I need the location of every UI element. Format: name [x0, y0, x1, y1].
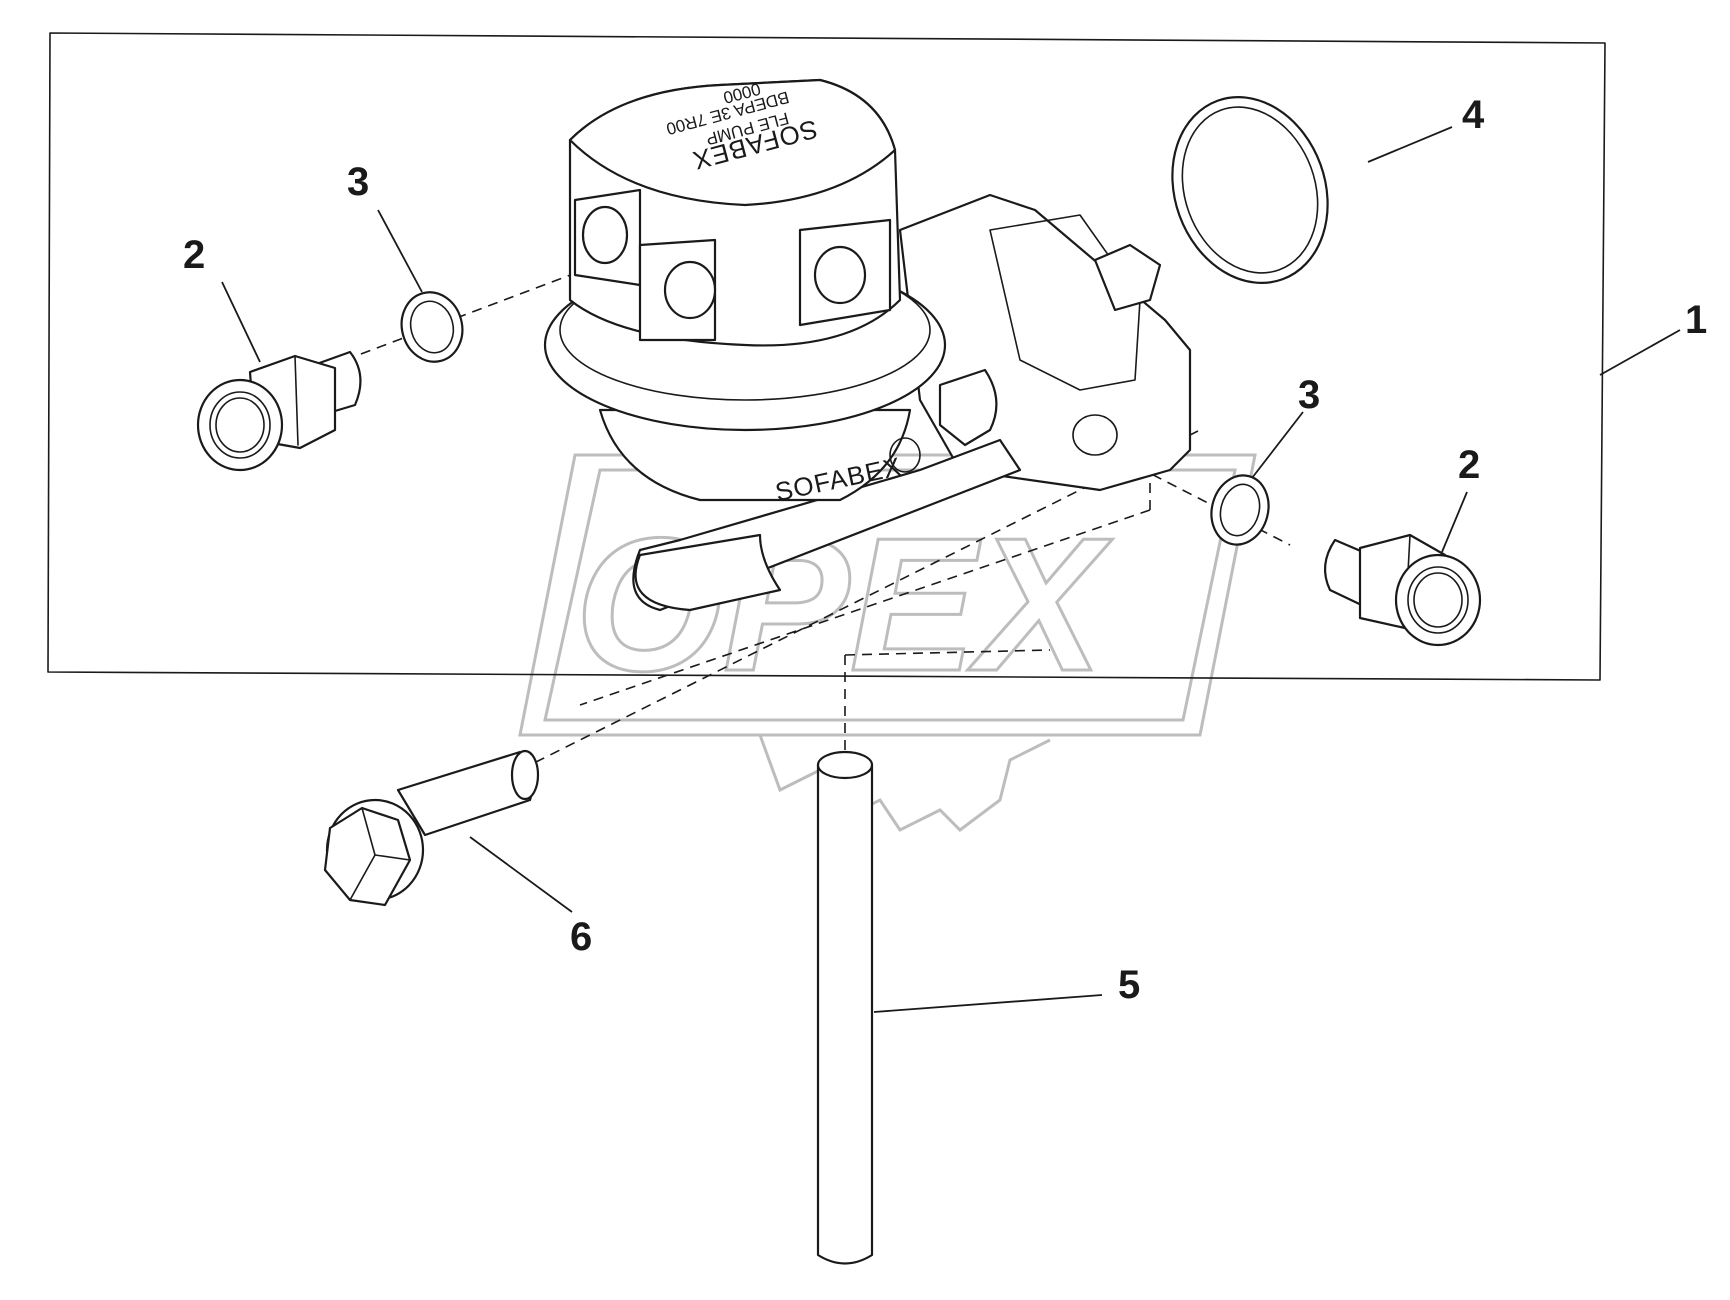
callout-2-right: 2	[1458, 443, 1480, 487]
callout-1: 1	[1685, 298, 1707, 342]
assembly-frame	[47, 32, 1606, 681]
callout-2-left: 2	[183, 233, 205, 277]
flange-bolt	[323, 749, 540, 907]
pin-rod	[816, 750, 874, 1265]
fitting-left	[196, 350, 362, 472]
callouts: 1 2 2 3 3 4 5 6	[183, 93, 1707, 1007]
callout-3-left: 3	[347, 160, 369, 204]
o-ring	[1171, 96, 1329, 284]
washer-right	[1210, 474, 1270, 546]
leader-lines	[221, 126, 1681, 1013]
callout-4: 4	[1462, 93, 1485, 137]
fitting-right	[1323, 533, 1482, 647]
callout-5: 5	[1118, 963, 1140, 1007]
fuel-pump: SOFABEX FLE PUMP BDEPA 3E 7R00 0000 SOFA…	[543, 78, 1192, 612]
washer-left	[400, 291, 464, 363]
callout-3-right: 3	[1298, 373, 1320, 417]
callout-6: 6	[570, 915, 592, 959]
